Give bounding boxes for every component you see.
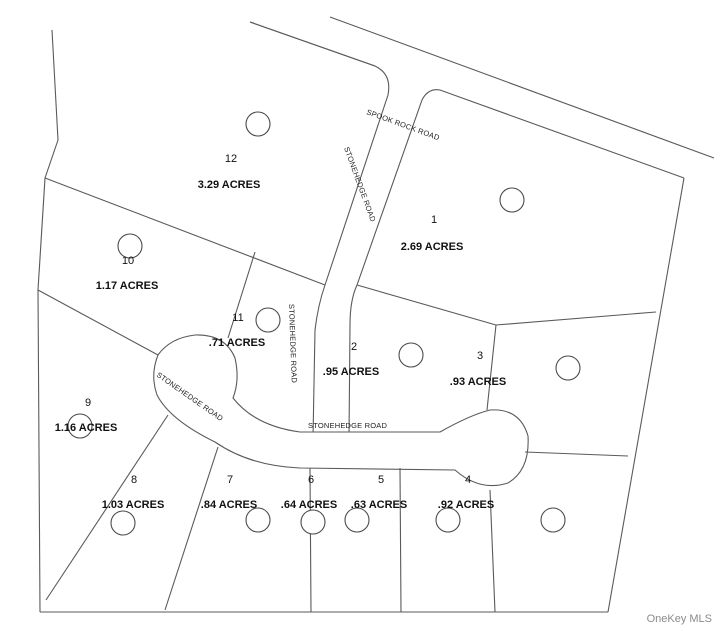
spook-rock-road-edge-north <box>329 16 715 159</box>
house-marker-lot-3 <box>555 355 581 381</box>
lot-number: 1 <box>431 214 437 226</box>
road-label-stonehedge-south: STONEHEDGE ROAD <box>308 421 388 430</box>
lot-acres: .92 ACRES <box>438 499 494 511</box>
lot-number: 10 <box>122 255 134 267</box>
house-marker-lot-9 <box>67 413 93 439</box>
lot-acres: .63 ACRES <box>351 499 407 511</box>
lot-acres: .95 ACRES <box>323 366 379 378</box>
road-label-stonehedge-north: STONEHEDGE ROAD <box>342 146 378 224</box>
lot-number: 12 <box>225 153 237 165</box>
house-marker-lot-4 <box>435 507 461 533</box>
lot-8-label: 8 1.03 ACRES <box>102 474 165 511</box>
lot-acres: 3.29 ACRES <box>198 179 261 191</box>
lot-number: 5 <box>378 474 384 486</box>
lot-acres: 1.03 ACRES <box>102 499 165 511</box>
lot-3-label: 3 .93 ACRES <box>450 350 506 388</box>
lot-7-label: 7 .84 ACRES <box>201 474 257 511</box>
lot-1-label: 1 2.69 ACRES <box>401 214 464 253</box>
lot-number: 7 <box>227 474 233 486</box>
house-marker-lot-8 <box>110 510 136 536</box>
house-marker-lot-7 <box>245 507 271 533</box>
lot-acres: 2.69 ACRES <box>401 241 464 253</box>
stonehedge-road-east-edge <box>348 89 685 439</box>
lot-10-label: 10 1.17 ACRES <box>96 255 159 292</box>
house-marker-lot-12 <box>245 111 271 137</box>
watermark-text: OneKey MLS <box>646 613 712 625</box>
lot-acres: .64 ACRES <box>281 499 337 511</box>
lot-5-label: 5 .63 ACRES <box>351 474 407 511</box>
lot-acres: .71 ACRES <box>209 337 265 349</box>
house-marker-lot-6 <box>300 509 326 535</box>
house-marker-lot-11 <box>255 307 281 333</box>
lot-number: 6 <box>308 474 314 486</box>
lot-number: 11 <box>232 312 243 324</box>
lot-4-label: 4 .92 ACRES <box>438 474 494 511</box>
stonehedge-road-west-cul-de-sac <box>153 334 529 487</box>
lot-number: 3 <box>477 350 483 362</box>
lot-9-label: 9 1.16 ACRES <box>55 397 118 434</box>
lot-boundaries <box>37 29 685 613</box>
lot-12-label: 12 3.29 ACRES <box>198 153 261 191</box>
house-markers <box>67 111 581 536</box>
house-marker-lot-10 <box>117 233 143 259</box>
lot-number: 8 <box>131 474 137 486</box>
lot-11-label: 11 .71 ACRES <box>209 312 265 349</box>
house-marker-lot-4b <box>540 507 566 533</box>
lot-number: 9 <box>85 397 91 409</box>
lot-acres: .84 ACRES <box>201 499 257 511</box>
stonehedge-road-west-edge <box>249 21 390 439</box>
lot-2-label: 2 .95 ACRES <box>323 341 379 378</box>
lot-number: 4 <box>465 474 471 486</box>
house-marker-lot-5 <box>344 507 370 533</box>
lot-acres: .93 ACRES <box>450 376 506 388</box>
lot-6-label: 6 .64 ACRES <box>281 474 337 511</box>
lot-number: 2 <box>351 341 357 353</box>
road-label-stonehedge-mid: STONEHEDGE ROAD <box>287 304 299 384</box>
lot-acres: 1.17 ACRES <box>96 280 159 292</box>
house-marker-lot-2 <box>398 342 424 368</box>
road-label-spook-rock: SPOOK ROCK ROAD <box>365 107 441 142</box>
house-marker-lot-1 <box>499 187 525 213</box>
lot-acres: 1.16 ACRES <box>55 422 118 434</box>
